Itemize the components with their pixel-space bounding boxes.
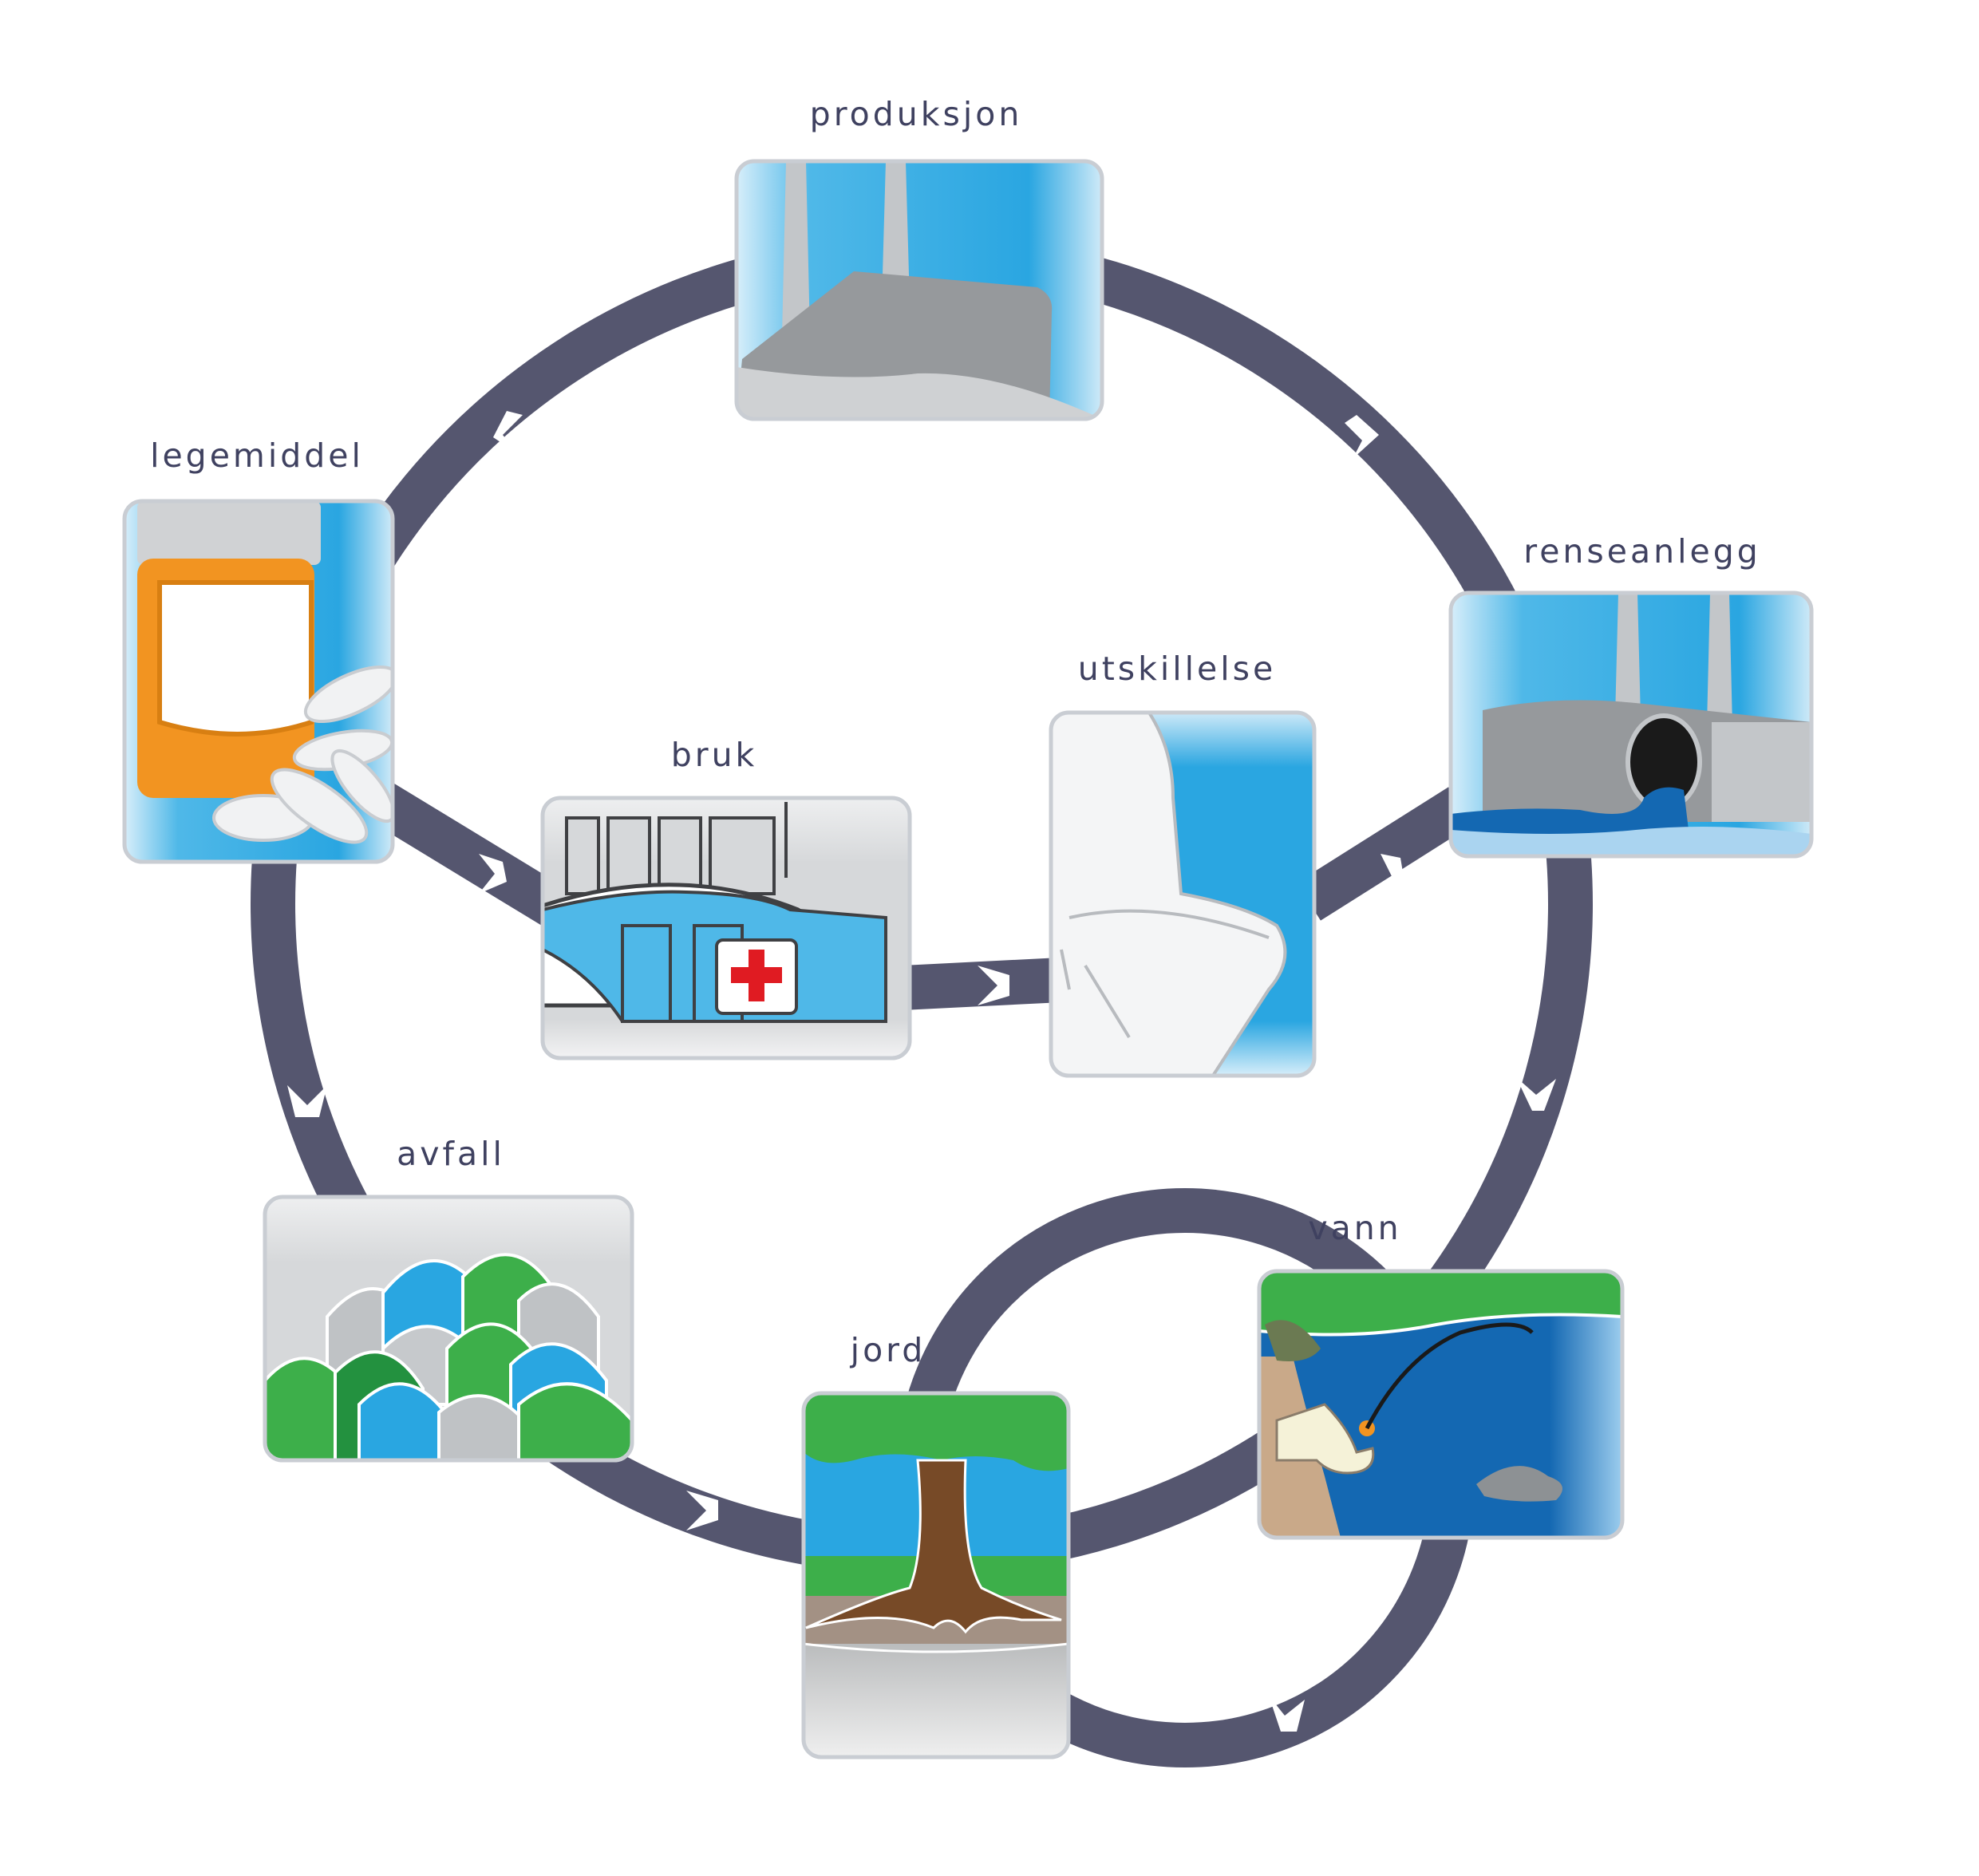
arrow-avfall-jord — [686, 1491, 718, 1530]
arrow-vann-jord — [1073, 1289, 1105, 1329]
toilet-icon — [1051, 713, 1314, 1076]
arrow-legemiddel-bruk — [479, 854, 507, 894]
arrow-produksjon-legemiddel — [493, 411, 523, 453]
factory-icon — [737, 161, 1102, 419]
tree-icon — [804, 1393, 1069, 1757]
flow-arrow-marks — [287, 411, 1556, 1732]
stage-utskillelse: utskillelse — [1049, 650, 1317, 1078]
connector-legemiddel-bruk — [363, 779, 571, 929]
arrow-renseanlegg-vann — [1516, 1077, 1556, 1111]
hospital-icon — [543, 798, 910, 1058]
garbage-bags-icon — [265, 1197, 632, 1460]
arrow-produksjon-renseanlegg — [1345, 415, 1379, 459]
treatment-plant-icon — [1451, 593, 1811, 856]
connector-bruk-utskillelse — [900, 958, 1063, 1010]
label-jord: jord — [850, 1331, 926, 1369]
connector-utskillelse-renseanlegg — [1297, 787, 1472, 921]
label-produksjon: produksjon — [810, 95, 1023, 133]
stage-vann: vann — [1257, 1209, 1625, 1540]
arrow-legemiddel-avfall — [287, 1085, 327, 1117]
label-bruk: bruk — [671, 736, 758, 774]
stage-avfall: avfall — [263, 1135, 634, 1463]
arrow-jord-vann — [1269, 1696, 1305, 1732]
stage-jord: jord — [801, 1331, 1071, 1759]
label-avfall: avfall — [397, 1135, 505, 1173]
label-vann: vann — [1308, 1209, 1401, 1247]
arrow-bruk-utskillelse — [978, 966, 1009, 1005]
fisherman-icon — [1259, 1271, 1622, 1538]
arrow-utskillelse-renseanlegg — [1373, 854, 1404, 894]
stage-renseanlegg: renseanlegg — [1448, 532, 1814, 859]
pill-bottle-icon — [124, 501, 393, 862]
label-utskillelse: utskillelse — [1078, 650, 1277, 688]
stage-legemiddel: legemiddel — [122, 436, 395, 864]
stage-bruk: bruk — [540, 736, 912, 1060]
stage-produksjon: produksjon — [734, 95, 1104, 421]
label-legemiddel: legemiddel — [150, 436, 364, 475]
label-renseanlegg: renseanlegg — [1523, 532, 1761, 571]
